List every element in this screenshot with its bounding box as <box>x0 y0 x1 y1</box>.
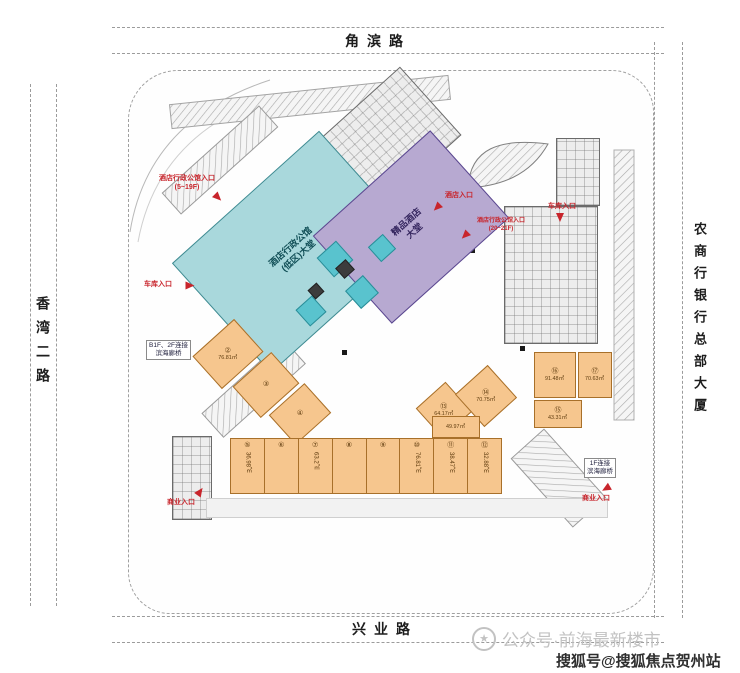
shop-area: 63.2㎡ <box>312 451 319 470</box>
road-line-right-2 <box>682 42 683 618</box>
shop-unit: ⑤ 36.98㎡ <box>231 439 265 493</box>
shop-number: ⑰ <box>591 367 599 375</box>
entrance-arrow-icon <box>556 213 564 222</box>
road-label-top: 角滨路 <box>345 33 411 49</box>
shop-number: ⑩ <box>413 442 420 449</box>
shop-unit: ⑯ 91.48㎡ <box>534 352 576 398</box>
shop-unit: ⑦ 63.2㎡ <box>299 439 333 493</box>
road-line-bottom-2 <box>112 642 664 643</box>
shop-unit: ⑨ <box>367 439 401 493</box>
building-wing-left <box>172 436 212 520</box>
shop-area: 32.88㎡ <box>481 451 488 473</box>
shop-number: ⑥ <box>278 442 285 449</box>
entrance-arrow-icon <box>185 281 195 290</box>
road-line-right-1 <box>654 42 655 618</box>
watermark-center: ★ 公众号·前海最新楼市 <box>472 626 661 651</box>
entrance-label-apartment-high: 酒店行政公馆入口 (20~21F) <box>476 218 525 232</box>
wechat-account-icon: ★ <box>472 626 496 651</box>
bridge-note-right: 1F连接 滨海廊桥 <box>584 458 616 479</box>
shop-number: ⑫ <box>481 442 489 449</box>
parking-strip-right <box>613 149 635 421</box>
shop-number: ⑪ <box>447 442 455 449</box>
shop-unit: ⑧ <box>333 439 367 493</box>
shop-unit: ⑮ 43.31㎡ <box>534 400 582 428</box>
shop-number: ⑦ <box>312 442 319 449</box>
hotel-lobby-label: 精品酒店 大堂 <box>389 206 425 241</box>
shop-number: ③ <box>262 381 270 389</box>
shop-area: 91.48㎡ <box>545 375 565 382</box>
shop-number: ⑧ <box>345 442 353 449</box>
shop-unit: 49.97㎡ <box>432 416 480 438</box>
road-line-left-2 <box>56 84 57 606</box>
shop-number: ⑤ <box>244 442 251 449</box>
shop-area: 38.47㎡ <box>447 451 454 473</box>
shop-unit: ⑥ <box>265 439 299 493</box>
shop-area: 70.63㎡ <box>585 375 605 382</box>
road-label-bottom: 兴业路 <box>352 621 418 637</box>
shop-area: 43.31㎡ <box>548 414 568 421</box>
shop-number: ⑭ <box>482 388 490 396</box>
tower-plate-right <box>504 206 598 344</box>
road-line-bottom-1 <box>112 616 664 617</box>
access-road-curve-outer <box>129 79 271 233</box>
entrance-label-apartment-low: 酒店行政公馆入口 (5~19F) <box>159 175 215 191</box>
entrance-label-retail-right: 商业入口 <box>582 495 610 502</box>
road-line-top-2 <box>112 53 664 54</box>
entrance-label-retail-left: 商业入口 <box>167 499 195 506</box>
shop-number: ② <box>224 346 232 354</box>
road-line-left-1 <box>30 84 31 606</box>
shop-area: 76.81㎡ <box>414 451 421 473</box>
building-label-right: 农商行银行总部大厦 <box>692 222 707 420</box>
bridge-note-left: B1F、2F连接 滨海廊桥 <box>146 340 192 361</box>
shop-number: ④ <box>296 410 304 418</box>
shop-number: ⑬ <box>440 402 448 410</box>
shop-unit: ⑰ 70.63㎡ <box>578 352 612 398</box>
entrance-label-hotel: 酒店入口 <box>445 192 473 199</box>
watermark-corner: 搜狐号@搜狐焦点贺州站 <box>556 653 721 670</box>
tower-annex-topright <box>556 138 600 206</box>
shop-area: 36.98㎡ <box>244 451 251 473</box>
shop-number: ⑮ <box>554 406 562 414</box>
landscape-leaf-shape <box>467 141 549 189</box>
shop-unit: ⑫ 32.88㎡ <box>468 439 501 493</box>
retail-row: ⑤ 36.98㎡ ⑥ ⑦ 63.2㎡ ⑧ ⑨ ⑩ 76.81㎡ ⑪ 38.47㎡… <box>230 438 502 494</box>
entrance-label-garage-right: 车库入口 <box>548 203 576 210</box>
shop-area: 49.97㎡ <box>446 424 466 430</box>
road-label-left: 香湾二路 <box>35 296 51 392</box>
shop-number: ⑯ <box>551 367 559 375</box>
walkway-corridor <box>206 498 608 518</box>
shop-area: 76.81㎡ <box>218 354 238 361</box>
watermark-center-text: 公众号·前海最新楼市 <box>502 631 661 650</box>
shop-area: 70.75㎡ <box>476 396 496 403</box>
shop-number: ⑨ <box>379 442 387 449</box>
entry-hatch-strip-topleft <box>161 105 279 215</box>
shop-unit: ⑪ 38.47㎡ <box>434 439 469 493</box>
road-line-top-1 <box>112 27 664 28</box>
entrance-label-garage-left: 车库入口 <box>144 281 172 288</box>
shop-unit: ⑩ 76.81㎡ <box>400 439 435 493</box>
